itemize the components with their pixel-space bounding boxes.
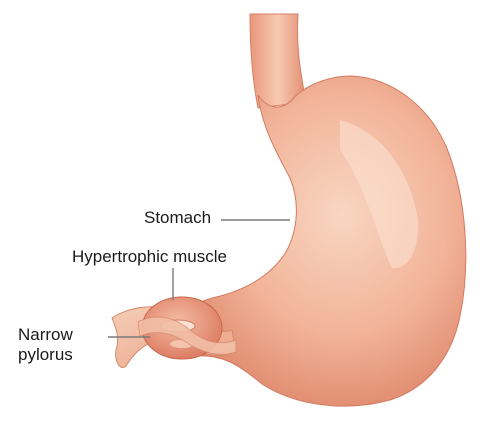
stomach-label: Stomach: [144, 208, 211, 228]
stomach-shape: [171, 76, 466, 406]
hypertrophic-muscle-label: Hypertrophic muscle: [72, 247, 227, 267]
narrow-pylorus-label-line2: pylorus: [18, 345, 73, 365]
narrow-pylorus-label: Narrow pylorus: [18, 325, 73, 365]
narrow-pylorus-label-line1: Narrow: [18, 325, 73, 345]
